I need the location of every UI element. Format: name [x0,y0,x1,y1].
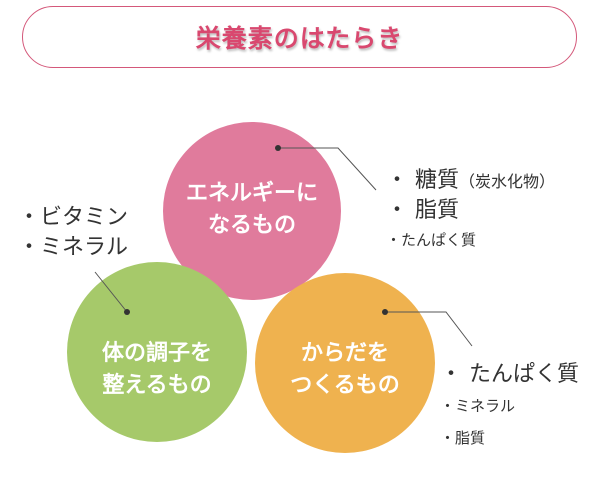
body-circle [255,273,435,453]
energy-dot [275,145,281,151]
condition-circle [67,262,247,442]
list-item: ・ミネラル [18,235,129,260]
list-item: ・ミネラル [440,397,516,415]
condition-connector [94,271,128,313]
body-connector [385,311,473,347]
body-label: からだを つくるもの [255,338,435,402]
body-list: ・ たんぱく質 ・ミネラル ・脂質 [440,360,579,452]
list-item: ・脂質 [440,429,486,447]
energy-connector [278,147,377,191]
list-item: ・ビタミン [18,205,129,230]
energy-circle [163,122,341,300]
list-item: ・たんぱく質 [386,231,477,249]
energy-list: ・ 糖質（炭水化物） ・ 脂質 ・たんぱく質 [386,166,555,254]
body-label-line2: つくるもの [290,373,400,398]
list-item: ・ 糖質 [386,168,459,193]
condition-list: ・ビタミン ・ミネラル [18,203,128,263]
energy-label-line2: なるもの [207,213,296,238]
energy-label: エネルギーに なるもの [162,178,342,242]
body-label-line1: からだを [300,341,389,366]
list-item: ・ たんぱく質 [440,362,579,387]
list-item-note: （炭水化物） [459,172,556,191]
condition-dot [124,309,130,315]
page-title: 栄養素のはたらき [195,24,404,53]
condition-label-line1: 体の調子を [101,341,212,366]
condition-label: 体の調子を 整えるもの [67,338,247,402]
list-item: ・ 脂質 [386,198,459,223]
body-dot [382,309,388,315]
title-banner: 栄養素のはたらき [22,6,577,68]
energy-label-line1: エネルギーに [185,181,318,206]
condition-label-line2: 整えるもの [102,373,212,398]
